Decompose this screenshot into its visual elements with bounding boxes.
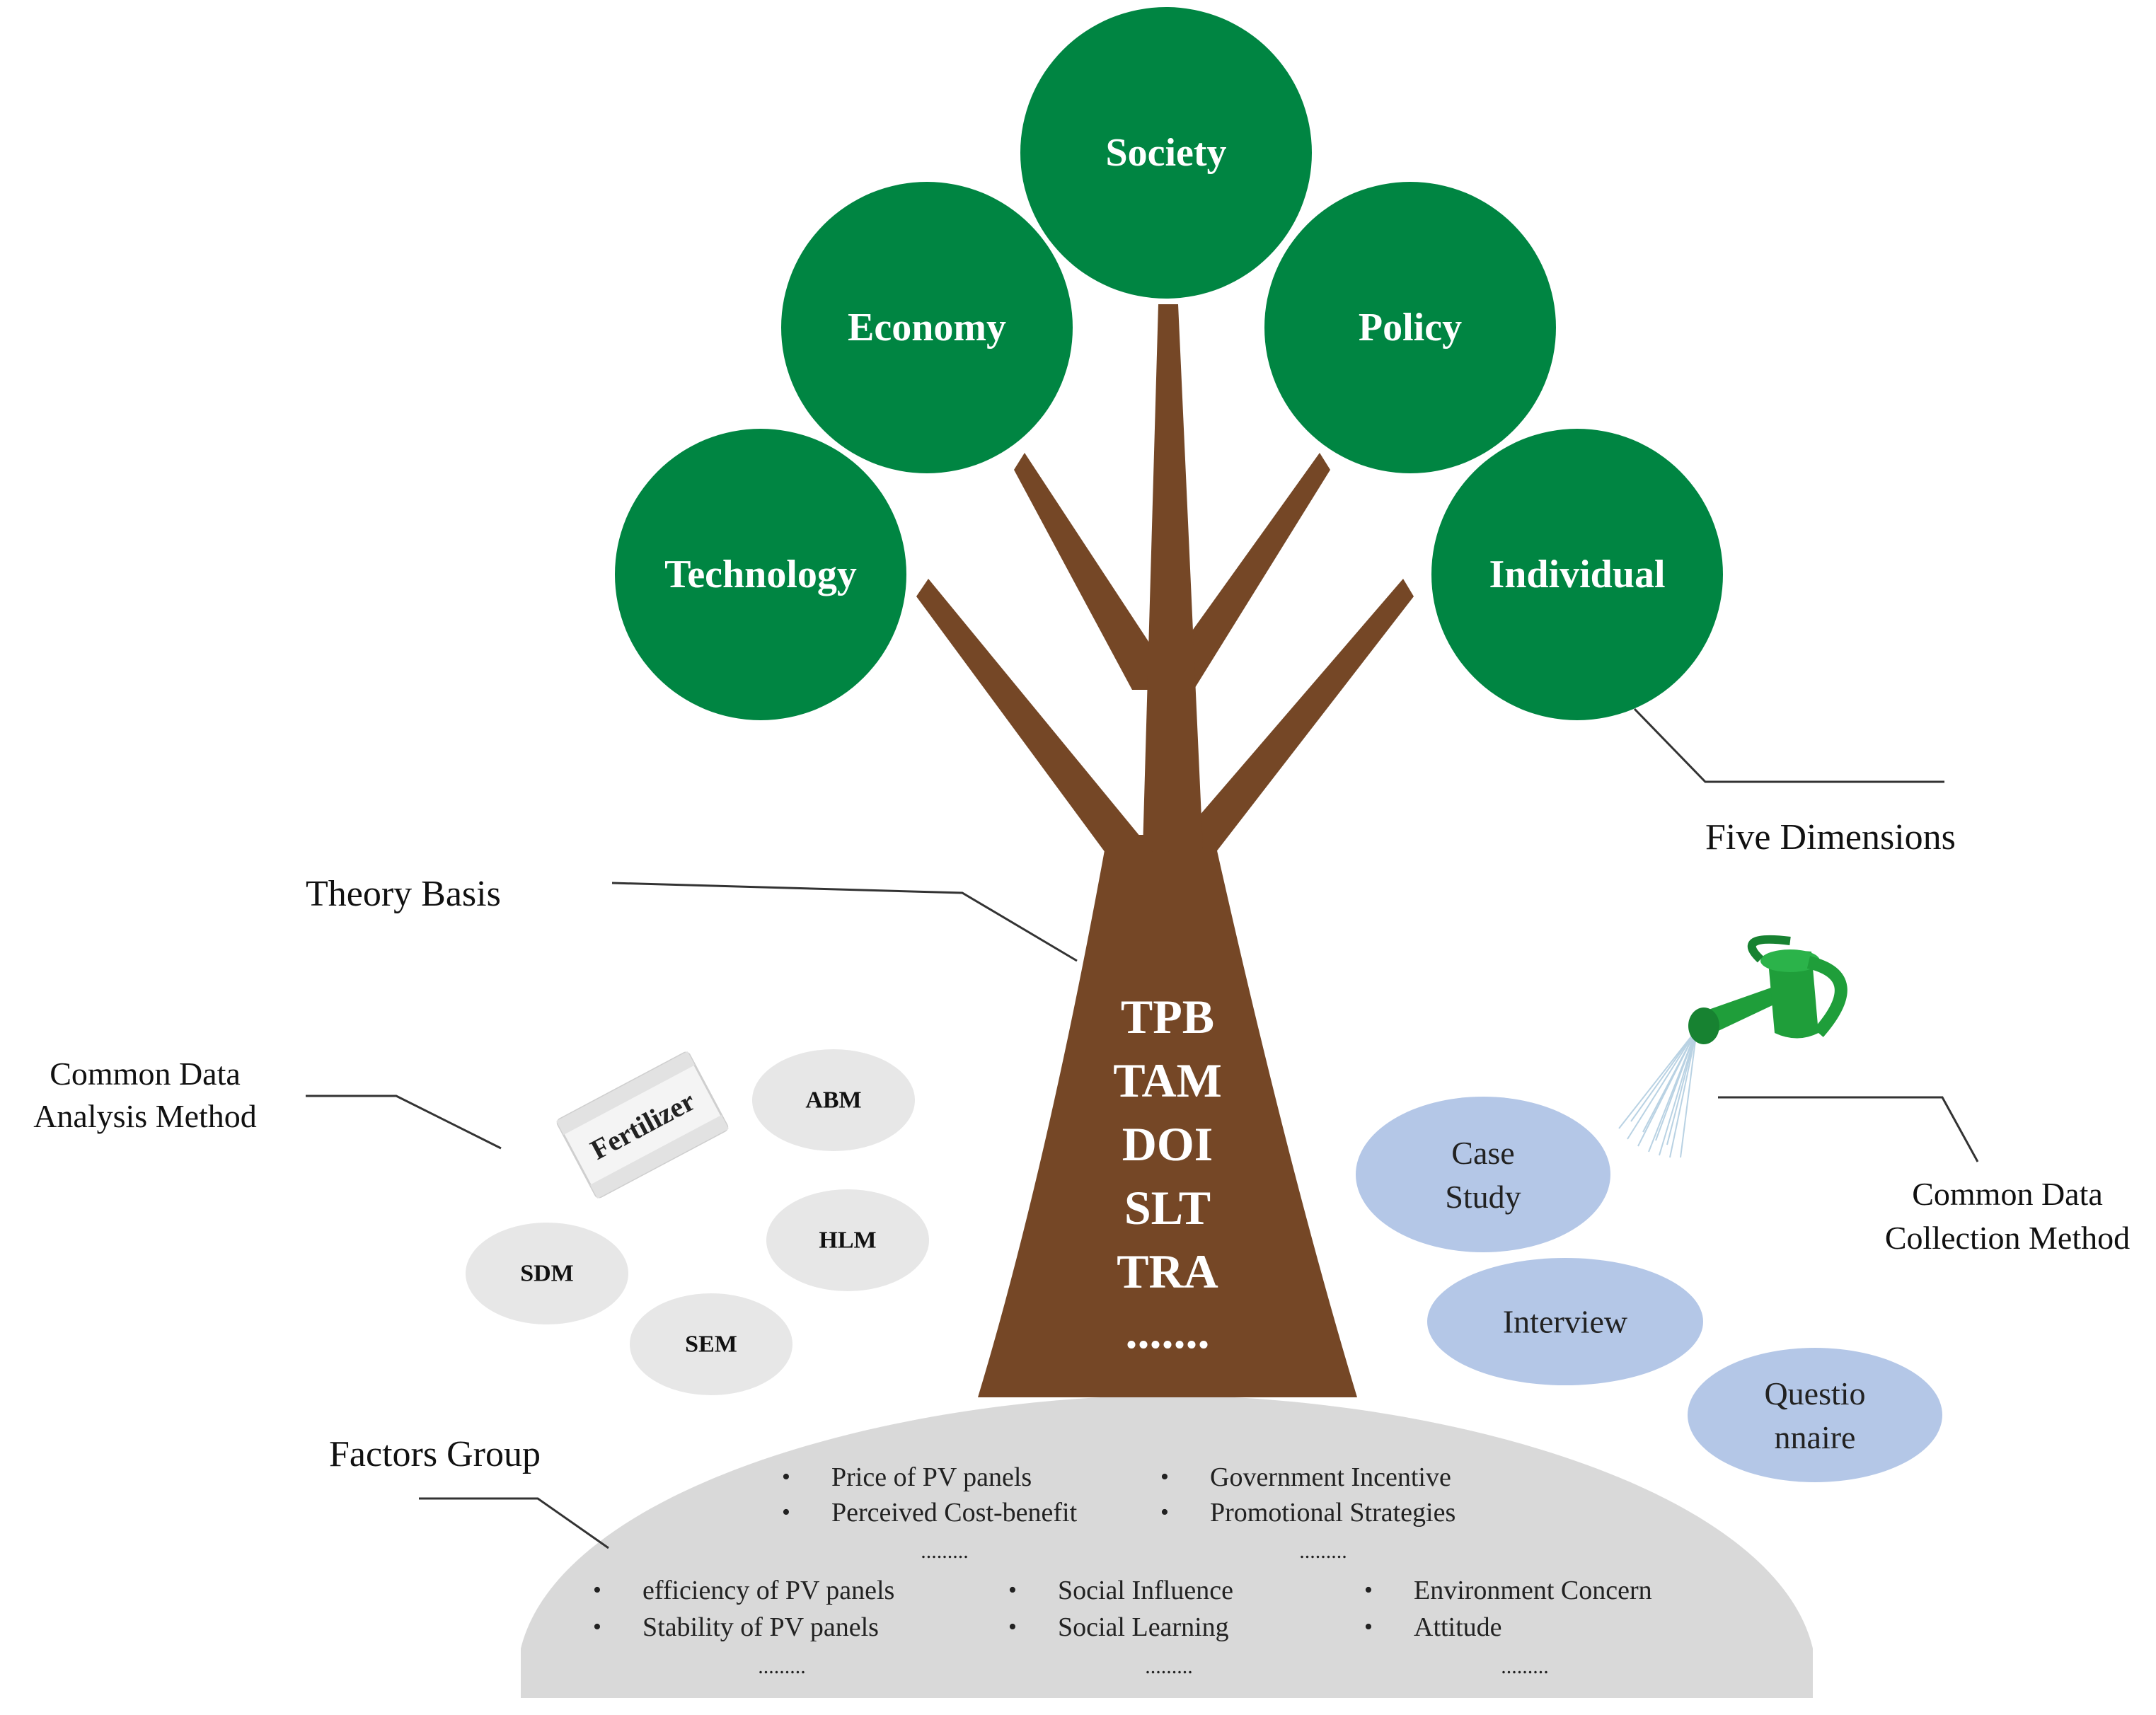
leader-five-dimensions bbox=[1633, 708, 1944, 783]
factor-bullet: • bbox=[1008, 1614, 1017, 1640]
theory-more: ....... bbox=[1126, 1305, 1210, 1358]
factor-bullet: • bbox=[1008, 1577, 1017, 1603]
analysis-method-sdm: SDM bbox=[466, 1223, 628, 1324]
factor-cost-benefit: Perceived Cost-benefit bbox=[831, 1498, 1078, 1528]
theory-tpb: TPB bbox=[1121, 990, 1214, 1044]
factor-price-pv: Price of PV panels bbox=[831, 1462, 1032, 1492]
factor-bullet: • bbox=[593, 1614, 601, 1640]
factor-ellipsis-bottom-left: ......... bbox=[758, 1655, 806, 1678]
theory-slt: SLT bbox=[1124, 1181, 1211, 1235]
factor-social-influence: Social Influence bbox=[1058, 1576, 1233, 1605]
dimension-label-policy: Policy bbox=[1359, 306, 1462, 350]
factor-environment-concern: Environment Concern bbox=[1414, 1576, 1652, 1605]
label-five-dimensions: Five Dimensions bbox=[1705, 817, 1956, 858]
analysis-method-label-hlm: HLM bbox=[819, 1228, 876, 1254]
factors-list: • Price of PV panels • Perceived Cost-be… bbox=[593, 1462, 1652, 1678]
collection-method-label-study: Study bbox=[1445, 1179, 1521, 1215]
factor-bullet: • bbox=[1364, 1577, 1373, 1603]
factor-ellipsis-top-right: ......... bbox=[1299, 1540, 1347, 1563]
factor-bullet: • bbox=[1364, 1614, 1373, 1640]
label-theory-basis: Theory Basis bbox=[306, 874, 501, 914]
analysis-method-label-sdm: SDM bbox=[520, 1261, 574, 1287]
leader-collection-method bbox=[1718, 1096, 1979, 1162]
dimension-label-technology: Technology bbox=[664, 553, 857, 596]
dimension-label-society: Society bbox=[1105, 131, 1226, 175]
factor-stability-pv: Stability of PV panels bbox=[642, 1612, 879, 1642]
analysis-method-hlm: HLM bbox=[766, 1189, 929, 1291]
dimension-policy: Policy bbox=[1264, 182, 1556, 473]
factor-bullet: • bbox=[1160, 1464, 1169, 1490]
label-analysis-method-line2: Analysis Method bbox=[33, 1098, 257, 1134]
collection-method-questionnaire: Questio nnaire bbox=[1688, 1348, 1942, 1482]
analysis-method-sem: SEM bbox=[630, 1293, 792, 1395]
analysis-method-label-sem: SEM bbox=[685, 1332, 737, 1358]
leader-lines bbox=[306, 708, 1979, 1549]
tree-trunk bbox=[916, 304, 1414, 1397]
ground-mound bbox=[521, 1395, 1813, 1698]
factor-social-learning: Social Learning bbox=[1058, 1612, 1229, 1642]
analysis-method-label-abm: ABM bbox=[805, 1087, 861, 1114]
collection-method-label-nnaire: nnaire bbox=[1775, 1419, 1856, 1455]
watering-can-icon bbox=[1618, 935, 1847, 1158]
factor-ellipsis-top-left: ......... bbox=[921, 1540, 969, 1563]
analysis-method-abm: ABM bbox=[752, 1049, 915, 1151]
collection-method-label-case: Case bbox=[1451, 1135, 1514, 1171]
theory-doi: DOI bbox=[1122, 1117, 1213, 1171]
theory-tam: TAM bbox=[1113, 1053, 1222, 1107]
collection-method-case-study: Case Study bbox=[1356, 1097, 1610, 1252]
factor-efficiency-pv: efficiency of PV panels bbox=[642, 1576, 894, 1605]
fertilizer-bag-icon: Fertilizer bbox=[556, 1051, 729, 1199]
factor-bullet: • bbox=[593, 1577, 601, 1603]
factor-ellipsis-bottom-mid: ......... bbox=[1145, 1655, 1193, 1678]
theory-list: TPB TAM DOI SLT TRA ....... bbox=[1113, 990, 1222, 1358]
dimension-label-individual: Individual bbox=[1489, 553, 1665, 596]
label-collection-method-line1: Common Data bbox=[1912, 1176, 2103, 1212]
label-factors-group: Factors Group bbox=[329, 1434, 541, 1474]
theory-tra: TRA bbox=[1117, 1245, 1218, 1298]
collection-method-label-questio: Questio bbox=[1764, 1375, 1865, 1411]
leader-analysis-method bbox=[306, 1095, 502, 1150]
factor-attitude: Attitude bbox=[1414, 1612, 1502, 1642]
water-spray bbox=[1618, 1029, 1697, 1158]
dimension-label-economy: Economy bbox=[848, 306, 1006, 350]
collection-method-interview: Interview bbox=[1427, 1258, 1703, 1385]
label-collection-method-line2: Collection Method bbox=[1885, 1220, 2130, 1256]
factor-government-incentive: Government Incentive bbox=[1210, 1462, 1451, 1492]
leader-factors-group bbox=[419, 1497, 609, 1549]
factor-ellipsis-bottom-right: ......... bbox=[1501, 1655, 1549, 1678]
factor-bullet: • bbox=[782, 1464, 790, 1490]
factor-bullet: • bbox=[782, 1499, 790, 1525]
dimension-technology: Technology bbox=[615, 429, 906, 720]
dimension-individual: Individual bbox=[1431, 429, 1723, 720]
factor-promotional-strategies: Promotional Strategies bbox=[1210, 1498, 1455, 1528]
factor-bullet: • bbox=[1160, 1499, 1169, 1525]
dimension-society: Society bbox=[1020, 7, 1312, 299]
leader-theory-basis bbox=[611, 882, 1078, 962]
dimension-economy: Economy bbox=[781, 182, 1073, 473]
label-analysis-method-line1: Common Data bbox=[50, 1056, 241, 1092]
collection-method-label-interview: Interview bbox=[1503, 1304, 1628, 1340]
